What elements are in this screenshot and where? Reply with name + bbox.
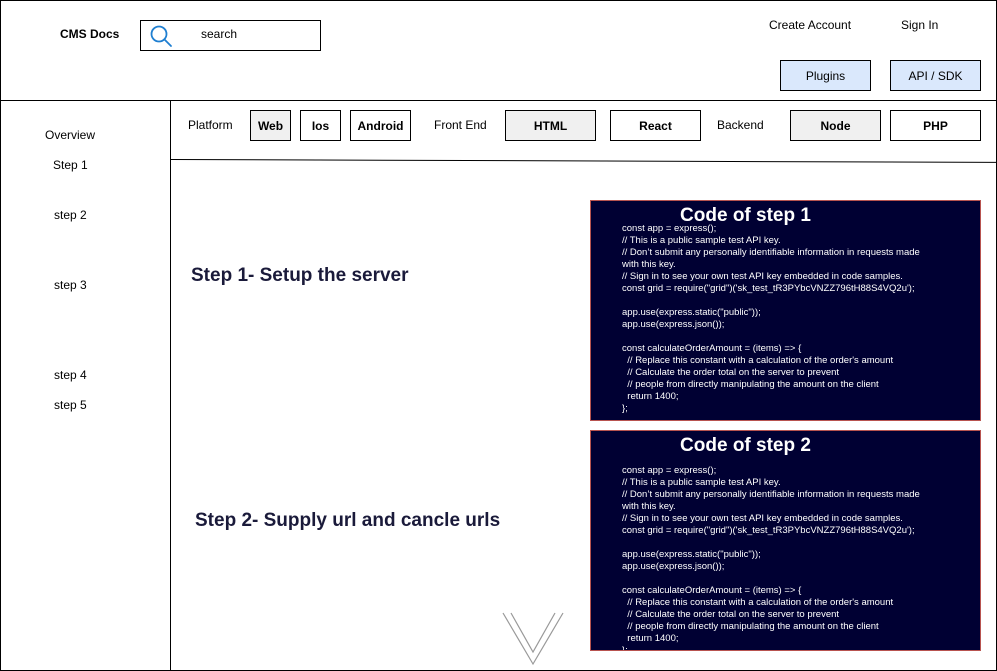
sidebar-item-step-1[interactable]: Step 1 [53,158,88,172]
search-icon[interactable] [149,24,173,48]
frontend-label: Front End [434,118,487,132]
sidebar-divider [170,100,171,671]
tab-ios[interactable]: Ios [300,110,341,141]
tab-php[interactable]: PHP [890,110,981,141]
api-sdk-button[interactable]: API / SDK [890,60,981,91]
sign-in-link[interactable]: Sign In [901,18,939,32]
step-2-title: Step 2- Supply url and cancle urls [195,510,501,531]
search-input[interactable] [201,27,311,41]
brand-logo[interactable]: CMS Docs [60,27,120,41]
code-body: const app = express(); // This is a publ… [622,223,920,414]
header-divider [0,100,997,101]
tab-android[interactable]: Android [350,110,411,141]
sidebar-item-step-3[interactable]: step 3 [54,278,87,292]
platform-label: Platform [188,118,233,132]
code-block-title: Code of step 2 [680,435,811,456]
sidebar-item-step-2[interactable]: step 2 [54,208,87,222]
code-body: const app = express(); // This is a publ… [622,465,920,651]
tab-react[interactable]: React [610,110,701,141]
tab-node[interactable]: Node [790,110,881,141]
sidebar-item-step-4[interactable]: step 4 [54,368,87,382]
code-block-step-1[interactable]: Code of step 1 const app = express(); //… [590,200,981,421]
create-account-link[interactable]: Create Account [769,18,852,32]
code-block-title: Code of step 1 [680,205,811,226]
step-1-title: Step 1- Setup the server [191,265,409,286]
backend-label: Backend [717,118,764,132]
sidebar-item-overview[interactable]: Overview [45,128,96,142]
sidebar-item-step-5[interactable]: step 5 [54,398,87,412]
tab-html[interactable]: HTML [505,110,596,141]
search-box[interactable] [140,20,321,51]
tab-web[interactable]: Web [250,110,291,141]
plugins-button[interactable]: Plugins [780,60,871,91]
code-block-step-2[interactable]: Code of step 2 const app = express(); //… [590,430,981,651]
chevron-down-icon[interactable] [502,612,564,670]
